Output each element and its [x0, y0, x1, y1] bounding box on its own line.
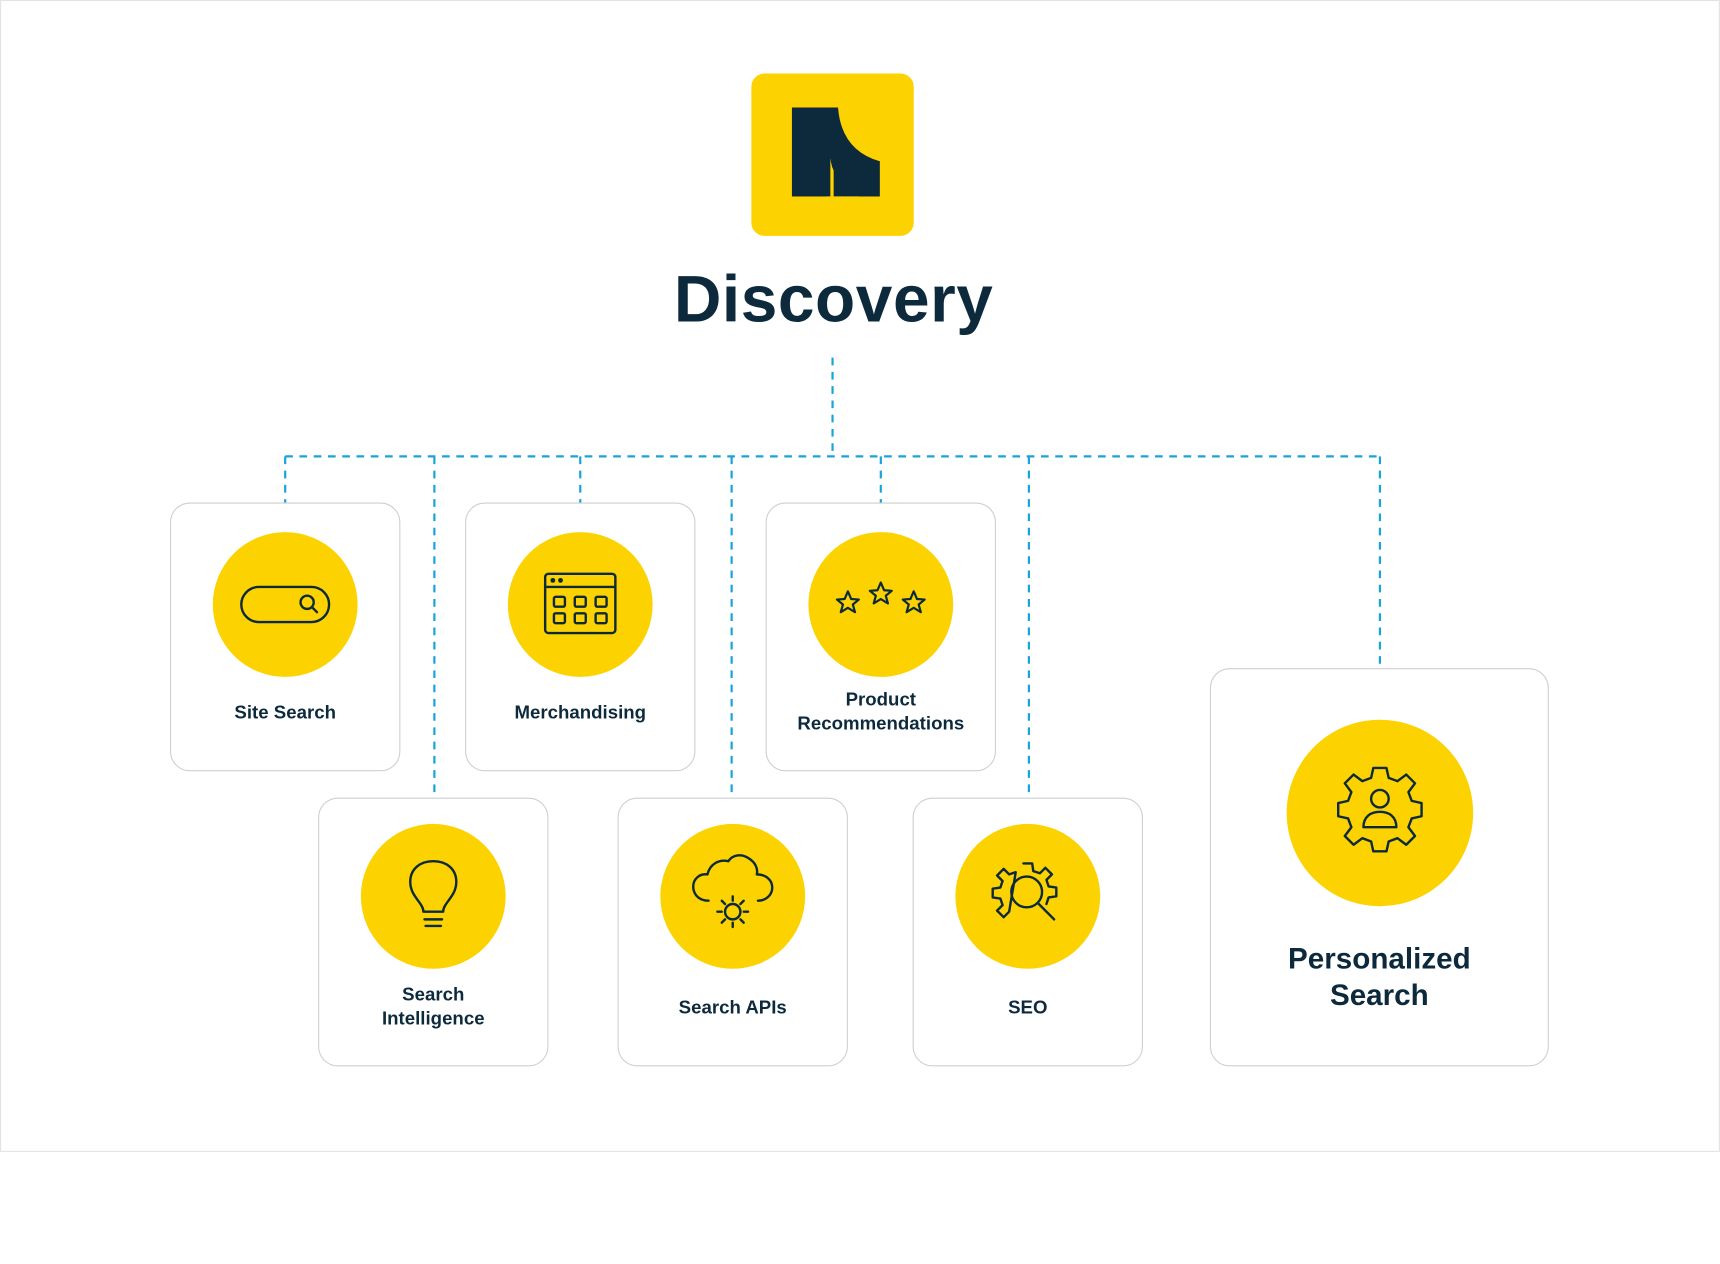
- label-line: Search APIs: [678, 997, 787, 1019]
- icon-circle: [360, 823, 506, 969]
- icon-circle: [955, 823, 1101, 969]
- icon-circle: [1286, 719, 1474, 907]
- stars-icon: [835, 581, 926, 614]
- product-grid-icon: [543, 572, 617, 635]
- label-line: Site Search: [234, 702, 336, 723]
- card-label: Merchandising: [466, 701, 694, 725]
- page-title: Discovery: [673, 262, 994, 336]
- label-line: Merchandising: [514, 702, 647, 723]
- label-line: Personalized: [1288, 942, 1471, 976]
- icon-circle: [212, 532, 358, 677]
- connector-lines: [284, 357, 1381, 798]
- gear-person-icon: [1337, 766, 1423, 853]
- cloud-gear-icon: [692, 854, 774, 929]
- icon-circle: [660, 823, 806, 969]
- card-site-search[interactable]: Site Search: [170, 502, 401, 772]
- label-line: Recommendations: [797, 713, 965, 734]
- icon-circle: [808, 532, 954, 677]
- card-personalized-search[interactable]: Personalized Search: [1209, 668, 1549, 1067]
- card-merchandising[interactable]: Merchandising: [465, 502, 696, 772]
- label-line: Product: [845, 688, 917, 710]
- card-product-recommendations[interactable]: Product Recommendations: [765, 502, 996, 772]
- card-label: Search APIs: [619, 996, 847, 1020]
- card-search-apis[interactable]: Search APIs: [617, 797, 848, 1067]
- page-frame: [0, 0, 1720, 1152]
- brand-logo-icon: [791, 107, 880, 197]
- card-label: SEO: [914, 996, 1142, 1020]
- brand-logo: [751, 73, 914, 236]
- card-label: Personalized Search: [1211, 941, 1548, 1013]
- icon-circle: [507, 532, 653, 677]
- label-line: Search: [1329, 978, 1429, 1012]
- card-search-intelligence[interactable]: Search Intelligence: [318, 797, 549, 1067]
- label-line: SEO: [1008, 997, 1048, 1019]
- card-label: Product Recommendations: [767, 688, 995, 736]
- label-line: Intelligence: [381, 1008, 485, 1030]
- card-label: Site Search: [171, 701, 399, 725]
- label-line: Search: [402, 984, 465, 1005]
- lightbulb-icon: [409, 860, 458, 928]
- search-bar-icon: [240, 585, 331, 624]
- card-seo[interactable]: SEO: [912, 797, 1143, 1067]
- card-label: Search Intelligence: [319, 983, 547, 1031]
- gear-magnifier-icon: [991, 862, 1058, 921]
